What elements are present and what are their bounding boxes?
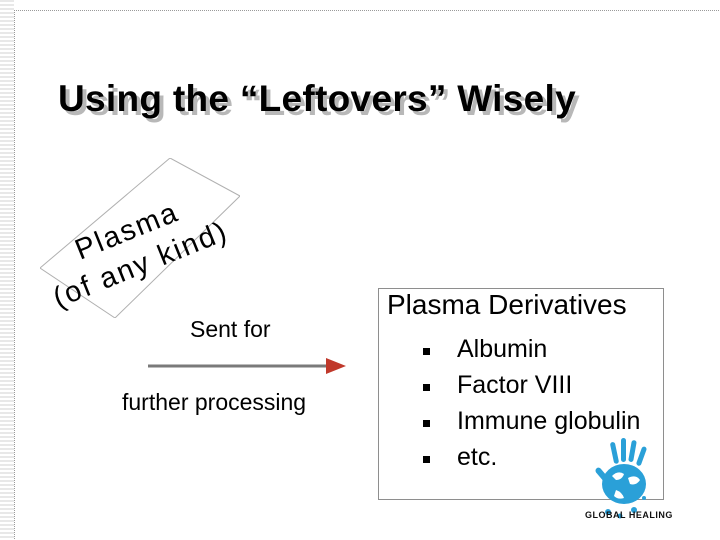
square-bullet-icon	[423, 420, 430, 427]
derivative-etc: etc.	[457, 443, 498, 471]
title-shadow: Using the “Leftovers” Wisely	[62, 82, 580, 123]
right-arrow-icon	[148, 358, 346, 374]
square-bullet-icon	[423, 348, 430, 355]
square-bullet-icon	[423, 456, 430, 463]
logo-text: GLOBAL HEALING	[585, 510, 673, 520]
derivative-albumin: Albumin	[457, 335, 548, 363]
sent-for-label: Sent for	[190, 316, 271, 342]
plasma-derivatives-box: Plasma Derivatives Albumin Factor VIII I…	[378, 288, 664, 500]
handprint-globe-icon	[595, 438, 647, 519]
derivative-factor-viii: Factor VIII	[457, 371, 573, 399]
slide-title: Using the “Leftovers” Wisely	[58, 78, 576, 119]
further-processing-label: further processing	[122, 389, 307, 415]
derivative-immune-globulin: Immune globulin	[457, 407, 641, 435]
slide-frame	[14, 10, 719, 539]
derivatives-heading: Plasma Derivatives	[387, 289, 627, 320]
diamond-shape	[40, 158, 240, 318]
square-bullet-icon	[423, 384, 430, 391]
slide-edge-pattern	[0, 0, 14, 540]
plasma-diamond: Plasma (of any kind)	[40, 158, 240, 318]
